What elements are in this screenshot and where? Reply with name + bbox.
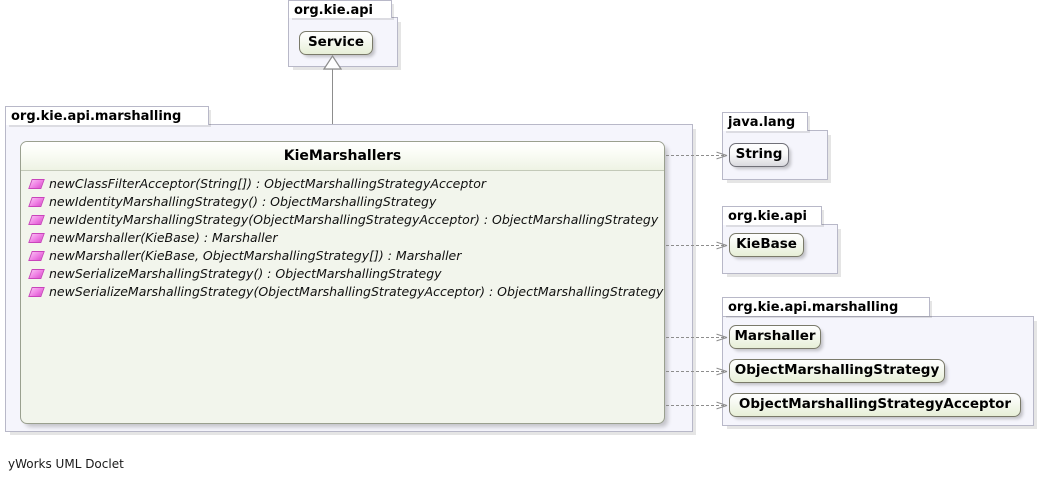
node-objectmarshallingstrategyacceptor-label: ObjectMarshallingStrategyAcceptor [738, 396, 1012, 413]
footer-credit: yWorks UML Doclet [8, 457, 124, 471]
node-objectmarshallingstrategy[interactable]: ObjectMarshallingStrategy [729, 359, 945, 383]
package-tab-org-kie-api-right[interactable]: org.kie.api [722, 206, 822, 225]
class-member-signature: newSerializeMarshallingStrategy(ObjectMa… [49, 283, 664, 299]
node-marshaller-label: Marshaller [734, 328, 816, 345]
static-method-icon [28, 179, 45, 189]
relation-dependency-line-oms [666, 371, 724, 372]
relation-dependency-line-omsa [666, 405, 724, 406]
relation-dependency-line-kiebase [666, 245, 724, 246]
relation-realization-arrowhead [323, 55, 342, 70]
class-member-signature: newMarshaller(KieBase, ObjectMarshalling… [49, 247, 462, 263]
class-member-row[interactable]: newMarshaller(KieBase, ObjectMarshalling… [21, 247, 664, 265]
node-objectmarshallingstrategyacceptor[interactable]: ObjectMarshallingStrategyAcceptor [729, 393, 1021, 417]
node-string[interactable]: String [729, 143, 789, 167]
node-objectmarshallingstrategy-label: ObjectMarshallingStrategy [734, 362, 940, 379]
class-member-signature: newIdentityMarshallingStrategy(ObjectMar… [49, 211, 659, 227]
class-member-row[interactable]: newSerializeMarshallingStrategy(ObjectMa… [21, 283, 664, 301]
node-marshaller[interactable]: Marshaller [729, 325, 821, 349]
static-method-icon [28, 215, 45, 225]
static-method-icon [28, 287, 45, 297]
relation-dependency-line-marshaller [666, 337, 724, 338]
class-member-signature: newMarshaller(KieBase) : Marshaller [49, 229, 278, 245]
class-member-signature: newSerializeMarshallingStrategy() : Obje… [49, 265, 442, 281]
class-box-kiemarshallers[interactable]: KieMarshallers newClassFilterAcceptor(St… [20, 141, 665, 424]
static-method-icon [28, 251, 45, 261]
class-member-signature: newClassFilterAcceptor(String[]) : Objec… [49, 175, 486, 191]
class-name-kiemarshallers: KieMarshallers [21, 142, 664, 171]
static-method-icon [28, 233, 45, 243]
node-string-label: String [735, 146, 783, 163]
class-member-signature: newIdentityMarshallingStrategy() : Objec… [49, 193, 437, 209]
relation-dependency-line-string [666, 155, 724, 156]
relation-realization-line [332, 68, 333, 142]
node-kiebase[interactable]: KieBase [729, 233, 804, 257]
class-member-row[interactable]: newIdentityMarshallingStrategy() : Objec… [21, 193, 664, 211]
node-kiebase-label: KieBase [736, 236, 797, 253]
class-member-row[interactable]: newClassFilterAcceptor(String[]) : Objec… [21, 175, 664, 193]
class-member-row[interactable]: newMarshaller(KieBase) : Marshaller [21, 229, 664, 247]
node-service[interactable]: Service [299, 31, 373, 55]
package-tab-java-lang[interactable]: java.lang [722, 112, 808, 131]
package-tab-org-kie-api-marshalling-left[interactable]: org.kie.api.marshalling [5, 106, 209, 125]
package-tab-org-kie-api-top[interactable]: org.kie.api [288, 0, 392, 18]
static-method-icon [28, 197, 45, 207]
package-java-lang[interactable] [722, 130, 828, 180]
class-members-list: newClassFilterAcceptor(String[]) : Objec… [21, 171, 664, 301]
class-member-row[interactable]: newIdentityMarshallingStrategy(ObjectMar… [21, 211, 664, 229]
class-member-row[interactable]: newSerializeMarshallingStrategy() : Obje… [21, 265, 664, 283]
node-service-label: Service [307, 34, 365, 51]
static-method-icon [28, 269, 45, 279]
package-tab-org-kie-api-marshalling-right[interactable]: org.kie.api.marshalling [722, 297, 930, 316]
